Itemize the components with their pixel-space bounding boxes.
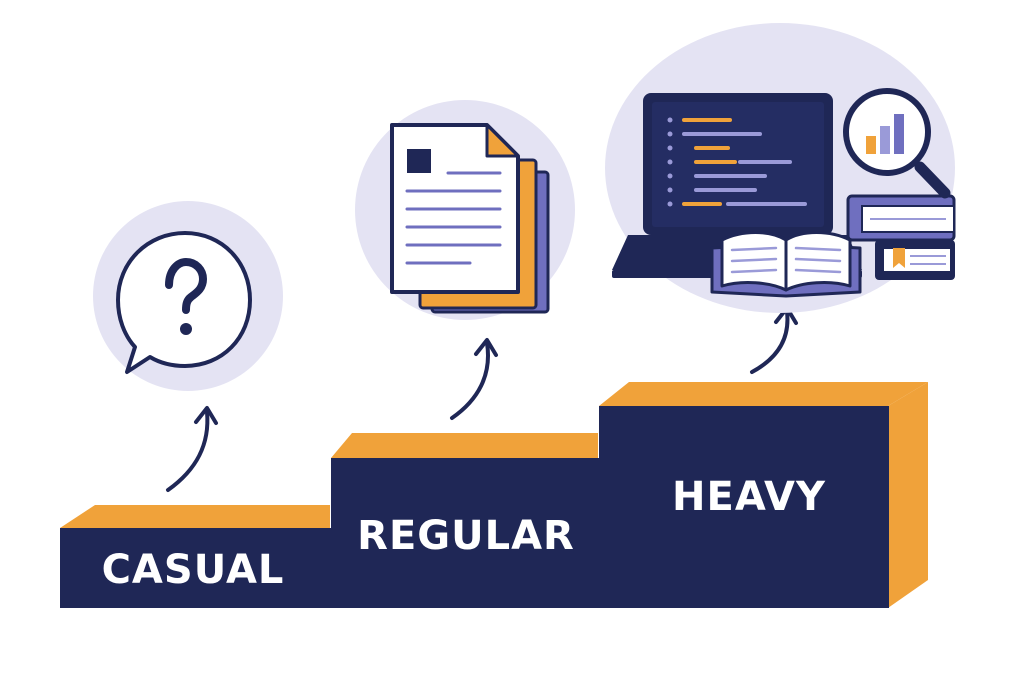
step-heavy-label: HEAVY xyxy=(672,474,826,520)
code-lines xyxy=(682,118,807,206)
magnifier-chart-icon xyxy=(843,88,951,199)
magnifier-bar-2 xyxy=(880,126,890,154)
step-casual: CASUAL xyxy=(60,505,331,608)
magnifier-handle xyxy=(914,161,951,199)
step-heavy-top xyxy=(599,382,928,406)
question-bubble-icon xyxy=(93,201,283,391)
step-regular: REGULAR xyxy=(331,433,599,608)
books-stack-icon xyxy=(846,194,956,280)
step-regular-front xyxy=(331,458,599,608)
document-text-lines xyxy=(405,171,502,265)
step-casual-top xyxy=(60,505,330,528)
step-casual-front xyxy=(60,528,331,608)
arrow-up-casual-icon xyxy=(166,406,218,492)
step-heavy-front xyxy=(599,406,889,608)
sheet-fold xyxy=(485,123,520,158)
laptop-screen-inner xyxy=(652,102,824,227)
arrow-up-regular-icon xyxy=(450,338,498,420)
step-regular-label: REGULAR xyxy=(357,513,575,559)
open-book-right-page xyxy=(784,231,852,292)
arrows xyxy=(166,306,798,492)
document-thumbnail xyxy=(407,149,431,173)
arrow-up-heavy-icon xyxy=(750,306,798,374)
magnifier-bar-1 xyxy=(866,136,876,154)
question-dot xyxy=(180,323,192,335)
open-book-icon xyxy=(710,231,862,298)
code-line-markers xyxy=(667,117,673,207)
step-casual-label: CASUAL xyxy=(102,547,285,593)
bookmark-icon xyxy=(893,248,905,268)
open-book-lines xyxy=(730,246,842,274)
documents-stack-icon xyxy=(355,100,575,320)
step-regular-top xyxy=(331,433,598,458)
laptop-code-books-icon xyxy=(605,23,956,313)
step-heavy-side xyxy=(888,382,928,608)
question-mark-icon xyxy=(165,257,208,314)
magnifier-bar-3 xyxy=(894,114,904,154)
step-heavy: HEAVY xyxy=(599,382,928,608)
